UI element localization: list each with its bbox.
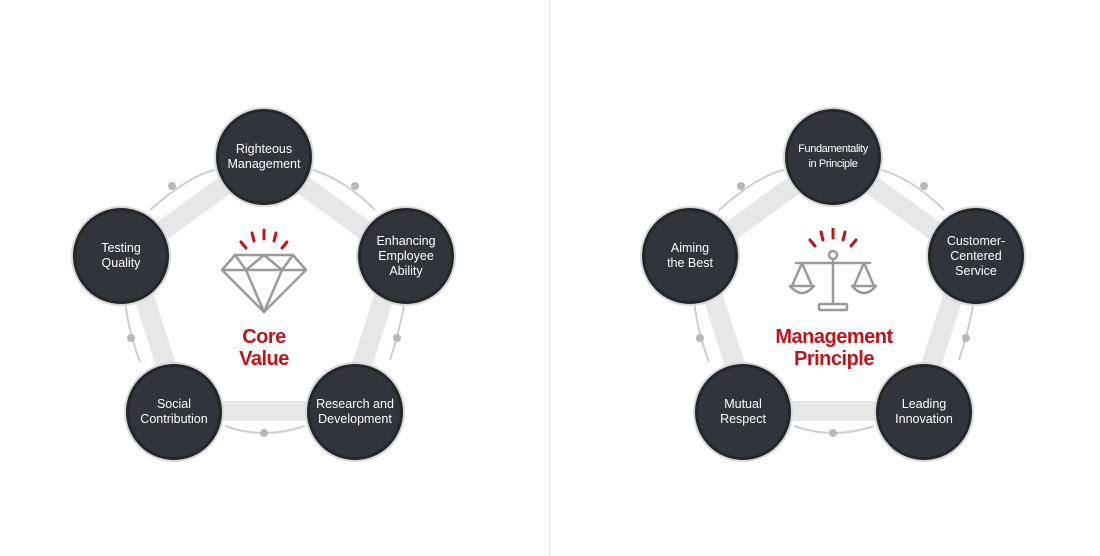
node-testing-quality: Testing Quality — [73, 208, 169, 304]
diamond-icon — [220, 228, 308, 314]
node-righteous-management: Righteous Management — [216, 109, 312, 205]
node-social-contribution: Social Contribution — [126, 364, 222, 460]
node-enhancing-employee-ability: Enhancing Employee Ability — [358, 208, 454, 304]
node-leading-innovation: Leading Innovation — [876, 364, 972, 460]
management-principle-title: Management Principle — [775, 326, 893, 370]
node-aiming-the-best: Aiming the Best — [642, 208, 738, 304]
node-research-and-development: Research and Development — [307, 364, 403, 460]
node-customer-centered-service: Customer- Centered Service — [928, 208, 1024, 304]
node-label: Mutual Respect — [720, 397, 766, 426]
node-label: Research and Development — [316, 397, 394, 426]
node-label: Leading Innovation — [895, 397, 953, 426]
management-principle-panel: Management Principle Fundamentality in P… — [550, 0, 1100, 556]
scales-icon — [788, 228, 878, 312]
node-label: Aiming the Best — [667, 241, 713, 270]
node-mutual-respect: Mutual Respect — [695, 364, 791, 460]
node-label: Enhancing Employee Ability — [376, 233, 436, 278]
node-fundamentality-in-principle: Fundamentality in Principle — [785, 109, 881, 205]
node-label: Fundamentality in Principle — [798, 143, 868, 170]
node-label: Righteous Management — [227, 142, 301, 171]
panel-divider — [549, 0, 550, 556]
core-value-panel: Core Value Righteous Management Enhancin… — [73, 109, 454, 460]
node-label: Testing Quality — [101, 241, 141, 270]
core-value-title: Core Value — [239, 326, 289, 370]
node-label: Social Contribution — [140, 397, 208, 426]
node-label: Customer- Centered Service — [946, 233, 1006, 278]
